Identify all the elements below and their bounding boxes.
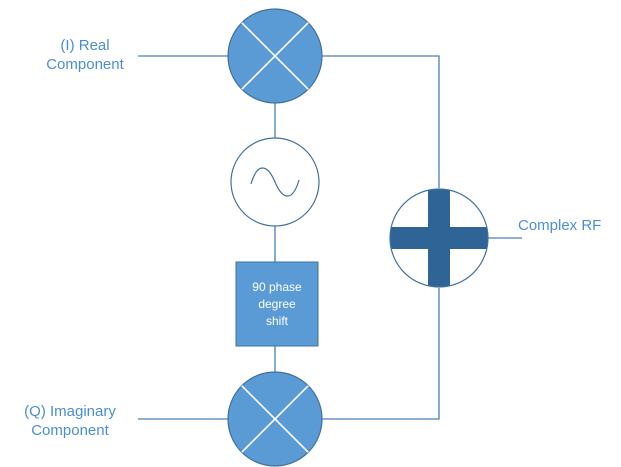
- phase-shift-line3: shift: [265, 313, 288, 328]
- imaginary-component-line1: (Q) Imaginary: [24, 403, 116, 420]
- phase-shift-box: [235, 261, 319, 347]
- mixer-top-to-adder-line: [322, 55, 440, 188]
- adder-icon: [389, 188, 489, 288]
- oscillator-icon: [230, 137, 320, 227]
- phase-shift-label: 90 phase degree shift: [236, 262, 318, 346]
- real-component-line1: (I) Real: [60, 37, 110, 54]
- real-component-line2: Component: [46, 56, 124, 73]
- imaginary-component-label: (Q) Imaginary Component: [0, 402, 140, 440]
- phase-shift-line1: 90 phase: [252, 279, 302, 294]
- real-component-label: (I) Real Component: [30, 36, 140, 74]
- imaginary-component-line2: Component: [31, 422, 109, 439]
- connector-lines: [138, 55, 522, 420]
- complex-rf-text: Complex RF: [518, 217, 602, 234]
- multiplier-top-icon: [227, 8, 323, 104]
- multiplier-bottom-icon: [227, 371, 323, 467]
- phase-shift-line2: degree: [258, 296, 296, 311]
- complex-rf-label: Complex RF: [518, 216, 601, 235]
- mixer-bottom-to-adder-line: [322, 288, 440, 420]
